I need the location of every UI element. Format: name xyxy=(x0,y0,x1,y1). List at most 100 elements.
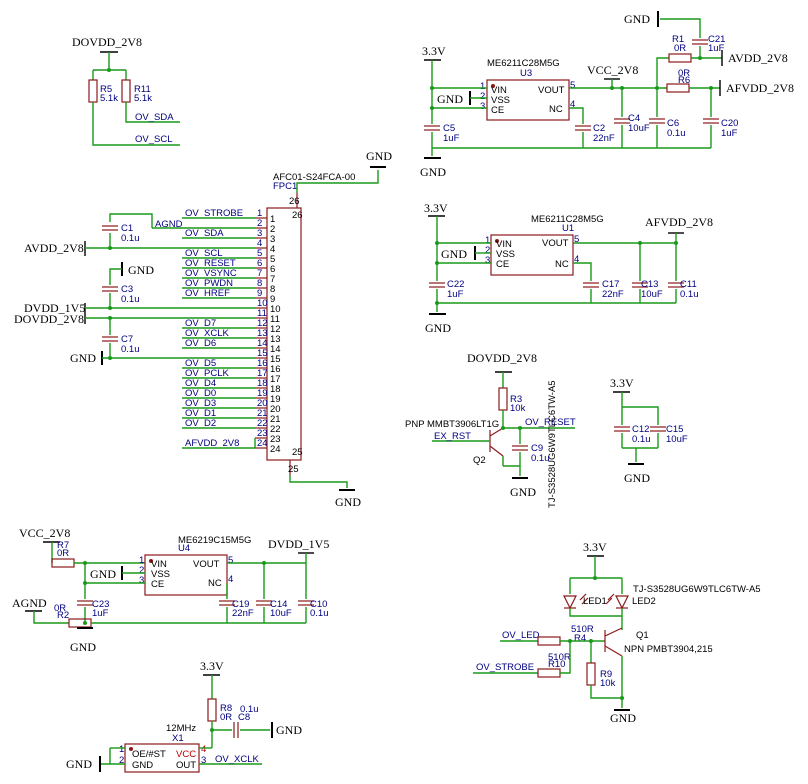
gnd-label-c12: GND xyxy=(624,471,650,485)
connector-pin-9-outer: 9 xyxy=(257,288,262,299)
osc-pin4: 4 xyxy=(201,744,206,755)
led2-symbol xyxy=(615,595,629,610)
c21-value: 1uF xyxy=(708,43,725,54)
net-afvdd: AFVDD_2V8 xyxy=(185,438,239,449)
u1-vss: VSS xyxy=(496,249,515,260)
net-ov-d4: OV_D4 xyxy=(185,378,216,389)
connector-pin-15-outer: 15 xyxy=(257,348,268,359)
u3-pin4: 4 xyxy=(570,99,575,110)
c3-value: 0.1u xyxy=(121,294,140,305)
c23-ref: C23 xyxy=(92,599,109,610)
net-ov-sda: OV_SDA xyxy=(185,228,224,239)
u1-pin2: 2 xyxy=(485,245,490,256)
power-vcc2v8-u3: VCC_2V8 xyxy=(587,63,638,77)
gnd-label-c7: GND xyxy=(70,351,96,365)
power-afvdd-u1: AFVDD_2V8 xyxy=(645,215,713,229)
connector-pin-1-inner: 1 xyxy=(270,214,275,225)
resistor-r5 xyxy=(88,79,98,103)
connector-pin-7-outer: 7 xyxy=(257,268,262,279)
osc-pin3: 3 xyxy=(201,755,206,766)
u1-body xyxy=(490,234,574,276)
connector-pin-6-inner: 6 xyxy=(270,264,275,275)
c11-ref: C11 xyxy=(680,279,697,290)
power-33v-osc: 3.3V xyxy=(200,659,224,673)
gnd-label-fpc-bottom: GND xyxy=(335,495,361,509)
pin-25-inner: 25 xyxy=(292,447,303,458)
c9-ref: C9 xyxy=(531,443,543,454)
u1-pin4: 4 xyxy=(574,254,579,265)
resistor-r1 xyxy=(668,53,692,63)
c15-value: 10uF xyxy=(666,434,688,445)
r5-value: 5.1k xyxy=(100,93,118,104)
u3-part: ME6211C28M5G xyxy=(487,58,560,69)
resistor-r9 xyxy=(586,662,596,686)
c11-value: 0.1u xyxy=(680,289,699,300)
net-ov-reset-q2: OV_RESET xyxy=(525,417,576,428)
c22-value: 1uF xyxy=(447,289,464,300)
connector-pin-11-inner: 11 xyxy=(270,314,280,325)
connector-pin-5-outer: 5 xyxy=(257,248,262,259)
u1-pin5: 5 xyxy=(574,234,579,245)
r10-ref: R10 xyxy=(548,659,565,670)
connector-pin-20-outer: 20 xyxy=(257,398,268,409)
q1-ref: Q1 xyxy=(636,630,649,641)
u4-body xyxy=(144,554,228,596)
connector-pin-17-outer: 17 xyxy=(257,368,268,379)
c5-ref: C5 xyxy=(443,123,455,134)
net-ov-reset: OV_RESET xyxy=(185,258,236,269)
connector-pin-3-inner: 3 xyxy=(270,234,275,245)
power-33v-u3: 3.3V xyxy=(422,44,446,58)
connector-pin-21-outer: 21 xyxy=(257,408,268,419)
power-33v-led: 3.3V xyxy=(583,540,607,554)
net-ov-xclk: OV_XCLK xyxy=(185,328,229,339)
u4-nc: NC xyxy=(208,578,222,589)
connector-pin-12-outer: 12 xyxy=(257,318,268,329)
c12-value: 0.1u xyxy=(632,434,651,445)
r3-ref: R3 xyxy=(510,394,522,405)
resistor-r7 xyxy=(51,558,75,568)
connector-pin-20-inner: 20 xyxy=(270,404,281,415)
r5-ref: R5 xyxy=(100,84,112,95)
connector-part: AFC01-S24FCA-00 xyxy=(273,172,355,183)
connector-pin-16-outer: 16 xyxy=(257,358,268,369)
connector-pin-17-inner: 17 xyxy=(270,374,281,385)
resistor-r8 xyxy=(207,698,217,722)
connector-body xyxy=(266,207,302,461)
led-part-a: TJ-S3528UG6W9TLC6TW-A5 xyxy=(547,380,558,508)
u3-ce: CE xyxy=(491,105,504,116)
resistor-r10 xyxy=(537,668,561,678)
u4-pin5: 5 xyxy=(228,555,233,566)
ldo-u3-block: 3.3V ME6211C28M5G U3 VIN VSS CE VOUT NC … xyxy=(420,11,794,179)
led-block: TJ-S3528UG6W9TLC6TW-A5 3.3V TJ-S3528UG6W… xyxy=(473,380,761,725)
net-ov-scl: OV_SCL xyxy=(185,248,223,259)
ldo-u4-block: VCC_2V8 R7 0R ME6219C15M5G U4 VIN VSS CE… xyxy=(12,526,329,654)
u3-pin2: 2 xyxy=(480,91,485,102)
connector-pin-8-outer: 8 xyxy=(257,278,262,289)
net-ov-d5: OV_D5 xyxy=(185,358,216,369)
r4-value: 510R xyxy=(571,624,594,635)
c19-ref: C19 xyxy=(232,599,249,610)
r7-ref: R7 xyxy=(57,540,69,551)
gnd-label-c22: GND xyxy=(425,321,451,335)
u1-part: ME6211C28M5G xyxy=(531,214,604,225)
c6-value: 0.1u xyxy=(667,128,686,139)
resistor-r4 xyxy=(537,636,561,646)
u3-vin: VIN xyxy=(491,85,507,96)
oscillator-block: 3.3V R8 0R 0.1u C8 GND 12MHz X1 OE/#ST G… xyxy=(66,659,302,773)
connector-pin-23-outer: 23 xyxy=(257,428,268,439)
c7-value: 0.1u xyxy=(121,344,140,355)
u3-pin3: 3 xyxy=(480,101,485,112)
c17-ref: C17 xyxy=(602,279,619,290)
r6-ref: R6 xyxy=(678,75,690,86)
c14-ref: C14 xyxy=(270,599,287,610)
fpc-signal-nets: OV_STROBE AGND OV_SDA OV_SCL OV_RESET OV… xyxy=(152,208,256,449)
c13-ref: C13 xyxy=(641,279,658,290)
fpc-power-nets: C1 0.1u AVDD_2V8 GND C3 0.1u DVDD_1V5 DO… xyxy=(14,213,255,365)
connector-pin-1-outer: 1 xyxy=(257,208,262,219)
c7-ref: C7 xyxy=(121,334,133,345)
u3-vout: VOUT xyxy=(538,85,565,96)
power-avdd-u3: AVDD_2V8 xyxy=(728,51,788,65)
u4-pin2: 2 xyxy=(139,565,144,576)
u4-pin3: 3 xyxy=(139,575,144,586)
